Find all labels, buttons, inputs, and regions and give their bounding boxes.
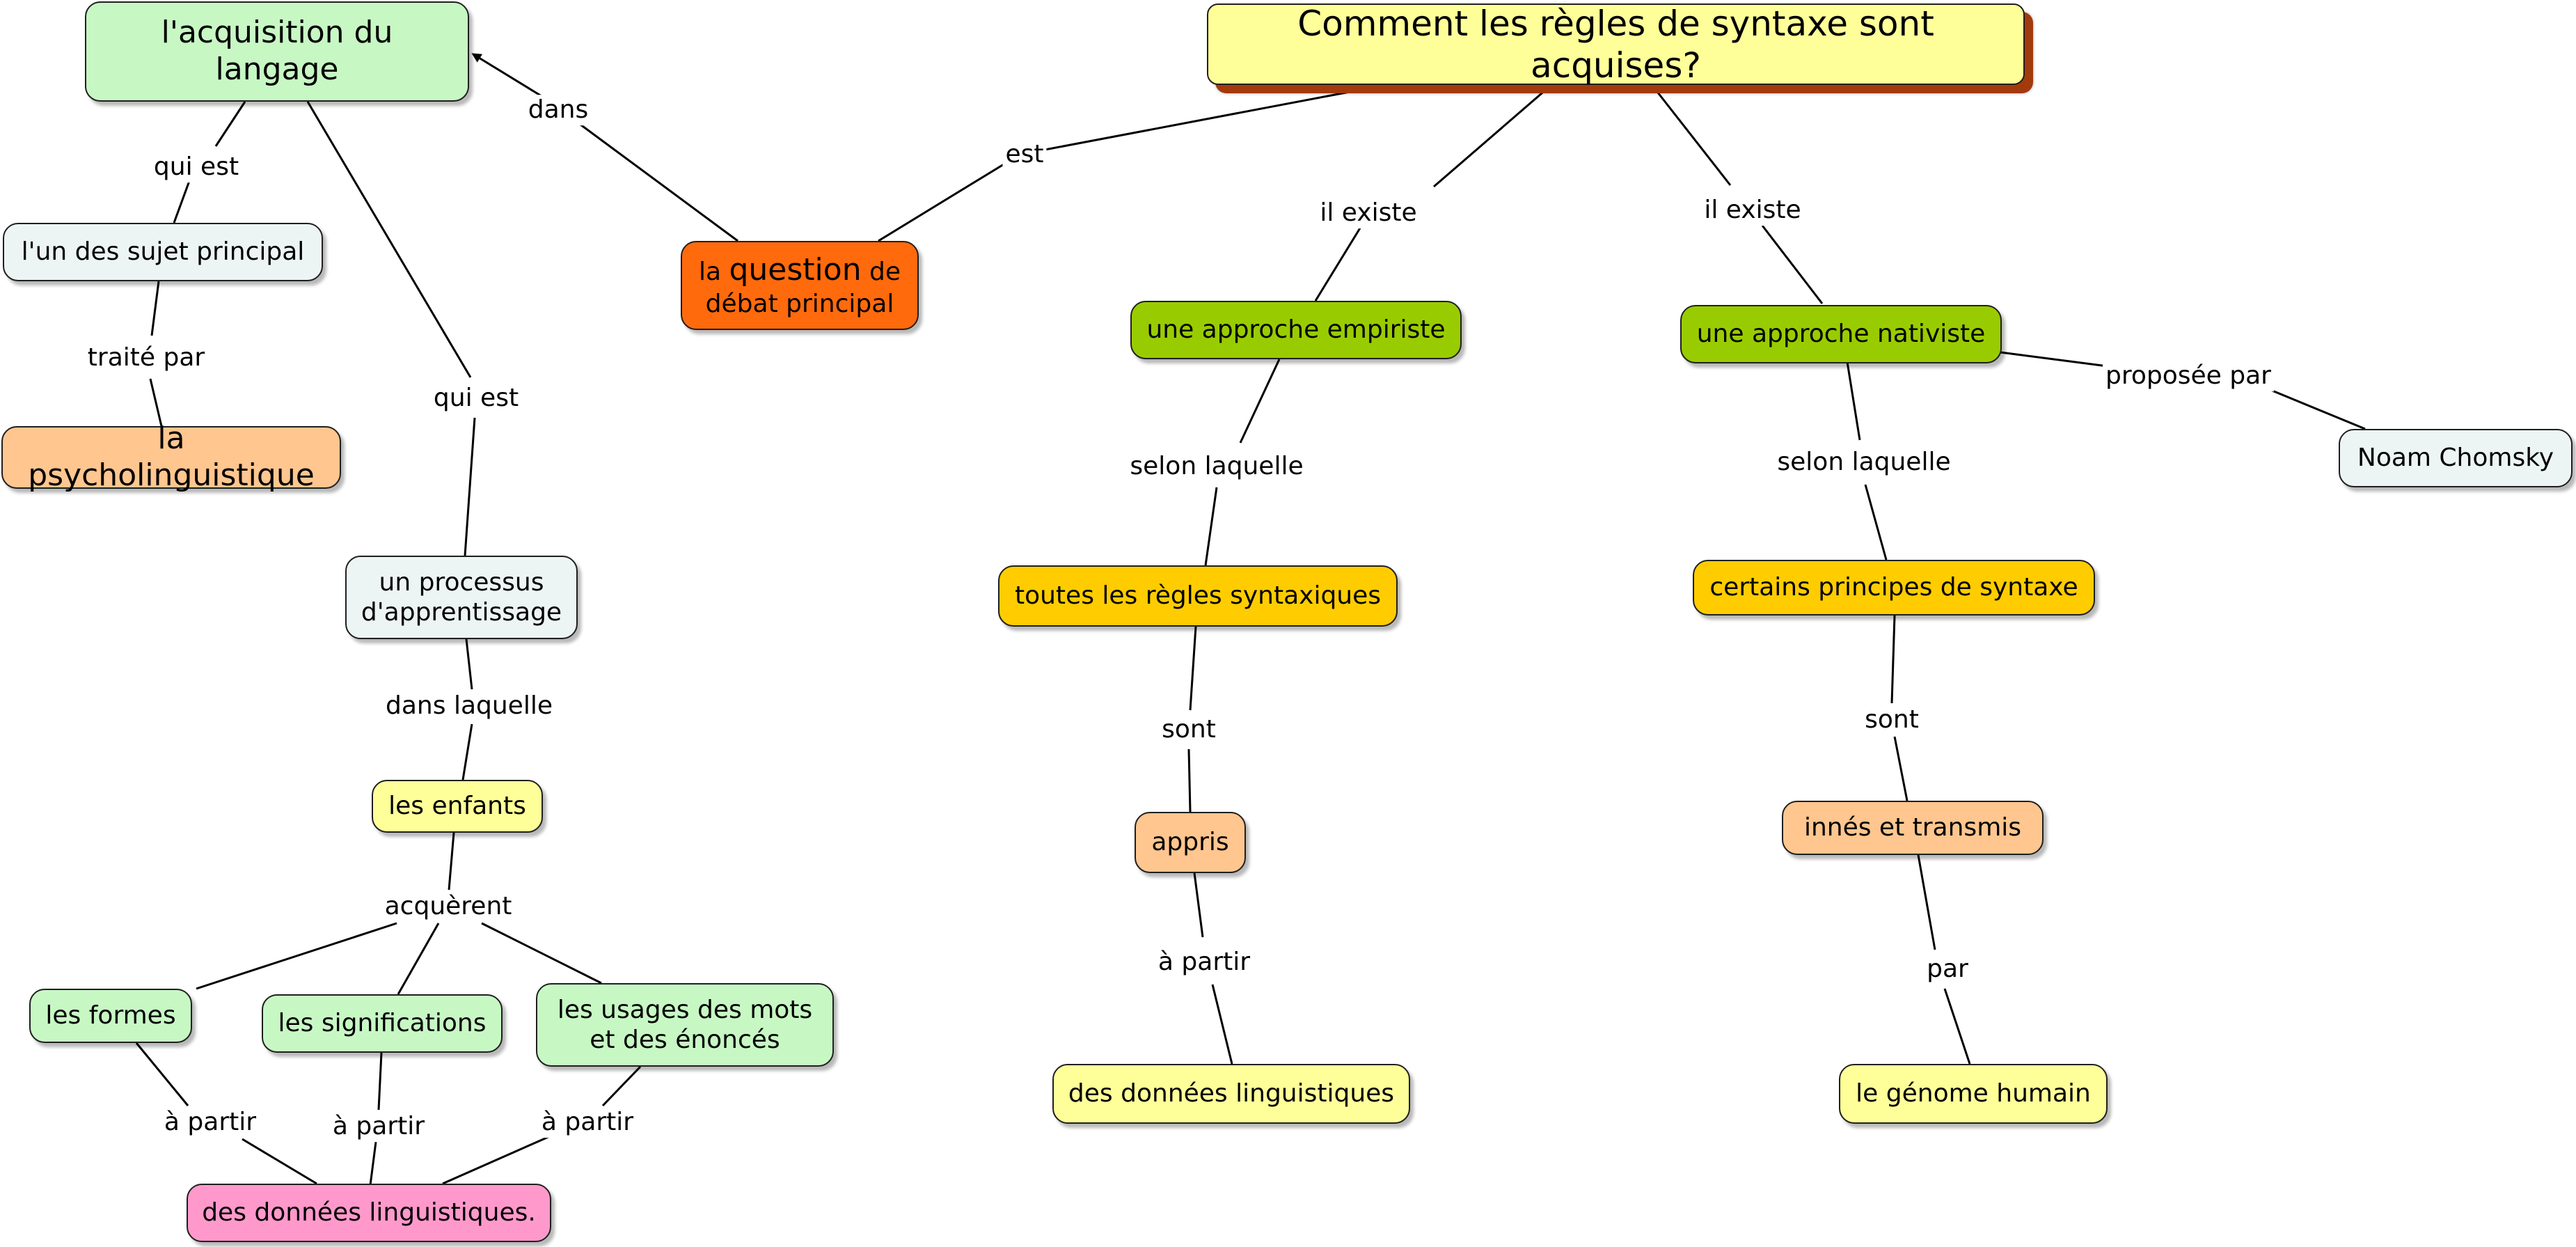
- concept-appris-text: appris: [1151, 828, 1229, 857]
- concept-formes[interactable]: les formes: [29, 989, 192, 1043]
- concept-empiriste[interactable]: une approche empiriste: [1130, 301, 1462, 359]
- concept-psycholinguistique-text: la psycholinguistique: [28, 421, 315, 493]
- link-label-qui-est-1: qui est: [150, 152, 242, 182]
- link-label-sont-1: sont: [1159, 714, 1219, 745]
- root-concept[interactable]: Comment les règles de syntaxe sont acqui…: [1207, 3, 2025, 86]
- concept-genome[interactable]: le génome humain: [1839, 1064, 2108, 1124]
- link-label-traite-par: traité par: [84, 343, 208, 373]
- concept-question-text: la question de débat principal: [699, 252, 901, 319]
- link-label-dans: dans: [525, 95, 592, 125]
- concept-question[interactable]: la question de débat principal: [681, 241, 919, 330]
- concept-chomsky-text: Noam Chomsky: [2357, 444, 2554, 473]
- link-label-sont-2: sont: [1862, 705, 1922, 735]
- concept-usages[interactable]: les usages des mots et des énoncés: [536, 983, 834, 1067]
- concept-nativiste-text: une approche nativiste: [1696, 320, 1986, 349]
- concept-donnees-left-text: des données linguistiques.: [202, 1198, 536, 1228]
- link-label-est: est: [1002, 139, 1047, 170]
- concept-donnees-mid[interactable]: des données linguistiques: [1052, 1064, 1410, 1124]
- concept-formes-text: les formes: [45, 1001, 176, 1030]
- concept-acquisition[interactable]: l'acquisition du langage: [85, 1, 469, 102]
- concept-empiriste-text: une approche empiriste: [1146, 315, 1446, 345]
- concept-enfants-text: les enfants: [388, 792, 526, 821]
- link-label-proposee-par: proposée par: [2103, 361, 2274, 391]
- link-label-il-existe-1: il existe: [1317, 198, 1420, 228]
- link-label-a-partir-4: à partir: [1155, 947, 1254, 978]
- link-label-selon-laquelle-1: selon laquelle: [1127, 451, 1306, 482]
- link-label-a-partir-2: à partir: [329, 1111, 428, 1142]
- concept-appris[interactable]: appris: [1135, 812, 1246, 873]
- concept-un-des-sujets[interactable]: l'un des sujet principal: [3, 223, 323, 281]
- question-word-de: de: [869, 258, 901, 286]
- concept-significations-text: les significations: [278, 1009, 487, 1038]
- link-label-a-partir-3: à partir: [538, 1107, 637, 1138]
- concept-chomsky[interactable]: Noam Chomsky: [2339, 429, 2573, 487]
- concept-acquisition-text: l'acquisition du langage: [161, 15, 393, 87]
- question-line2: débat principal: [705, 289, 894, 318]
- link-label-acquerent: acquèrent: [381, 891, 515, 922]
- link-label-a-partir-1: à partir: [161, 1107, 260, 1138]
- concept-donnees-mid-text: des données linguistiques: [1068, 1079, 1395, 1108]
- link-label-il-existe-2: il existe: [1701, 195, 1804, 226]
- concept-psycholinguistique[interactable]: la psycholinguistique: [1, 421, 341, 493]
- concept-toutes-regles-text: toutes les règles syntaxiques: [1014, 581, 1382, 611]
- concept-certains-principes[interactable]: certains principes de syntaxe: [1693, 560, 2095, 615]
- concept-processus-text: un processus d'apprentissage: [361, 567, 562, 627]
- concept-enfants[interactable]: les enfants: [372, 780, 543, 833]
- concept-genome-text: le génome humain: [1856, 1079, 2091, 1108]
- question-word-question: question: [729, 252, 862, 288]
- concept-usages-text: les usages des mots et des énoncés: [557, 995, 813, 1054]
- concept-innes-text: innés et transmis: [1803, 813, 2022, 842]
- concept-donnees-left[interactable]: des données linguistiques.: [187, 1184, 551, 1242]
- concept-certains-principes-text: certains principes de syntaxe: [1709, 573, 2078, 602]
- concept-toutes-regles[interactable]: toutes les règles syntaxiques: [998, 565, 1398, 627]
- link-label-qui-est-2: qui est: [430, 383, 522, 414]
- root-concept-text: Comment les règles de syntaxe sont acqui…: [1297, 3, 1934, 86]
- link-label-selon-laquelle-2: selon laquelle: [1774, 447, 1954, 478]
- concept-processus[interactable]: un processus d'apprentissage: [345, 556, 578, 639]
- concept-significations[interactable]: les significations: [262, 994, 503, 1053]
- link-label-dans-laquelle: dans laquelle: [383, 691, 555, 721]
- concept-innes[interactable]: innés et transmis: [1782, 801, 2044, 855]
- link-label-par: par: [1924, 954, 1971, 985]
- question-word-la: la: [698, 258, 722, 286]
- concept-un-des-sujets-text: l'un des sujet principal: [21, 237, 305, 267]
- concept-nativiste[interactable]: une approche nativiste: [1680, 305, 2002, 363]
